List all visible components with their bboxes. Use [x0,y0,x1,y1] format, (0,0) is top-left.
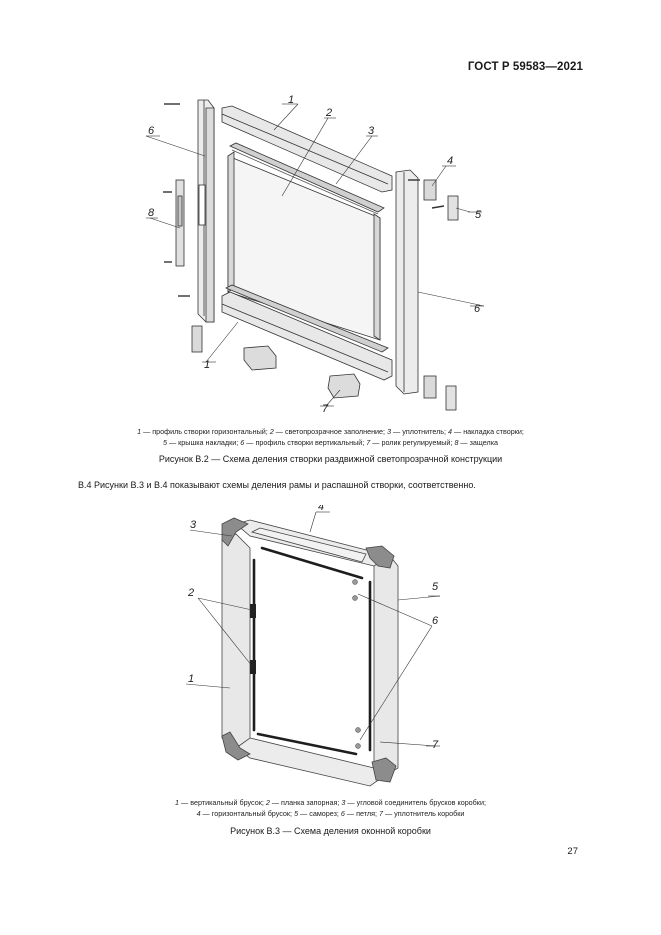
callout-label: 7 [322,403,329,415]
left-vertical-bar [221,533,251,751]
figure-b2-caption: Рисунок В.2 — Схема деления створки разд… [158,454,503,464]
hinge-part [352,579,358,585]
callout-label: 4 [318,505,324,513]
figure-b3-legend: 1 — вертикальный брусок; 2 — планка запо… [60,797,601,819]
callout-label: 6 [432,615,439,627]
legend-line: 4 — горизонтальный брусок; 5 — саморез; … [196,809,465,818]
callout-label: 7 [432,739,439,751]
legend-line: 1 — профиль створки горизонтальный; 2 — … [137,427,524,436]
legend-line: 5 — крышка накладки; 6 — профиль створки… [162,438,498,447]
page-number: 27 [567,846,578,857]
top-horizontal-profile [221,105,393,193]
callout-label: 3 [368,125,375,137]
callout-label: 1 [204,359,210,371]
figure-b2-legend: 1 — профиль створки горизонтальный; 2 — … [60,426,601,448]
callout-label: 2 [325,107,332,119]
corner-connector [221,517,249,547]
figure-b2-drawing: 1 2 3 4 5 6 8 1 6 7 [145,94,485,415]
callout-label: 8 [148,207,155,219]
document-header: ГОСТ Р 59583—2021 [467,61,583,73]
bottom-horizontal-profile [221,291,393,381]
figure-b3-drawing: 3 4 2 5 6 1 7 [185,505,441,787]
roller-part [243,345,277,371]
figure-b3-caption: Рисунок В.3 — Схема деления оконной коро… [230,826,431,836]
callout-label: 1 [188,673,194,685]
callout-label: 5 [475,209,482,221]
strike-plate [250,604,256,618]
callout-label: 5 [432,581,439,593]
callout-label: 6 [474,303,481,315]
body-paragraph: В.4 Рисунки В.3 и В.4 показывают схемы д… [78,480,476,490]
callout-label: 1 [288,94,294,106]
callout-label: 2 [187,587,194,599]
callout-label: 4 [447,155,453,167]
legend-line: 1 — вертикальный брусок; 2 — планка запо… [175,798,486,807]
overlay-cover [447,195,459,221]
right-vertical-profile [395,169,419,395]
frame-gasket [260,546,364,580]
callout-label: 6 [148,125,155,137]
callout-label: 3 [190,519,197,531]
